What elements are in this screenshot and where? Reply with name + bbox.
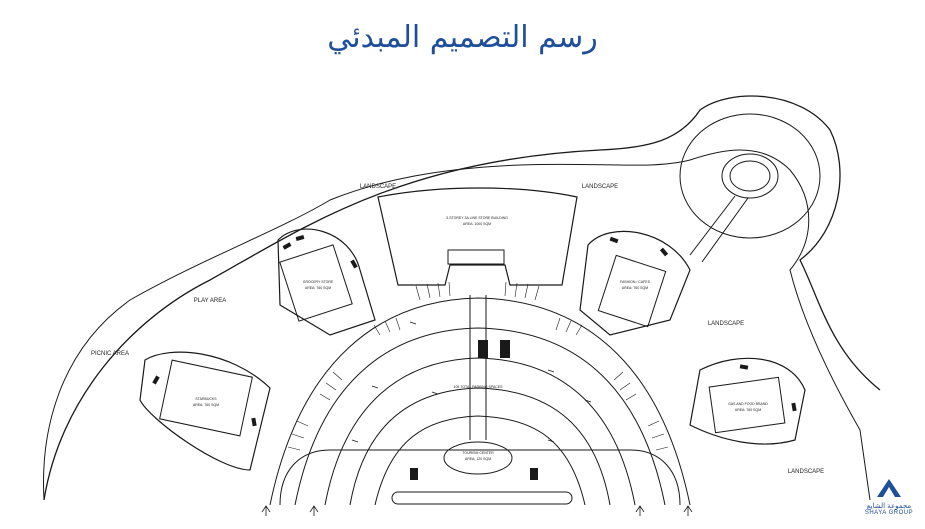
landscape-label-3: LANDSCAPE [708,321,744,327]
vehicles [152,235,797,480]
bldg-e-outline [689,357,806,445]
bldg-nw-outline [277,228,376,336]
landscape-label-1: LANDSCAPE [360,184,396,190]
play-area-label: PLAY AREA [194,298,226,304]
site-boundary [43,95,881,501]
logo-english-text: SHAYA GROUP [864,510,914,516]
drop-off-loop [279,449,681,506]
bldg-ne-box [597,254,667,328]
bldg-nw-label: GROCERY STORE [303,280,334,284]
site-plan: LANDSCAPE LANDSCAPE LANDSCAPE LANDSCAPE … [43,95,881,516]
bldg-w-label: STARBUCKS [195,397,217,401]
bldg-e-label: GAS AND FOOD BRAND [728,402,768,406]
bldg-ne-area: AREA: 760 SQM [622,286,648,290]
roundabout-inner [729,160,771,192]
bldg-e-area: AREA: 760 SQM [735,408,761,412]
bldg-nw-area: AREA: 760 SQM [305,286,331,290]
bldg-ne-label: FASHION / CAFES [620,280,651,284]
parking-arc-4 [349,387,611,506]
main-building-shape [377,187,578,286]
parking-arc-3 [324,357,636,506]
main-building-label: 3-STOREY 3A LINE STORE BUILDING [446,216,508,220]
picnic-area-label: PICNIC AREA [91,351,129,357]
bldg-w-area: AREA: 760 SQM [193,403,219,407]
roundabout-outer [679,113,821,239]
main-building-core [447,249,505,265]
inner-boundary [43,149,871,501]
roundabout-ring [721,153,779,199]
shaya-group-logo: مجموعة الشايع SHAYA GROUP [856,478,922,516]
slide-title: رسم التصميم المبدئي [327,20,598,55]
bldg-w-outline [139,351,271,471]
bldg-e-box [708,376,786,434]
island-bar [391,491,573,505]
bldg-w-box [159,359,253,437]
parking-count-label: 105 TOTAL PARKING SPACES [454,385,504,389]
parking-stalls [287,281,669,451]
main-building-area: AREA: 1000 SQM [463,222,491,226]
landscape-label-4: LANDSCAPE [788,469,824,475]
tourism-center-area: AREA: 120 SQM [465,457,491,461]
bldg-ne-outline [579,230,691,336]
parking-arc-5 [374,415,586,506]
shaya-logo-icon [877,479,901,497]
tourism-center-label: TOURISM CENTER [462,451,494,455]
bldg-nw-box [279,244,353,322]
access-road [689,195,749,263]
parking-arc-1 [269,297,691,506]
tourism-center-shape [443,441,513,475]
logo-arabic-text: مجموعة الشايع [866,502,912,510]
parking-arc-2 [294,327,666,506]
landscape-label-2: LANDSCAPE [582,184,618,190]
trees [261,321,693,516]
